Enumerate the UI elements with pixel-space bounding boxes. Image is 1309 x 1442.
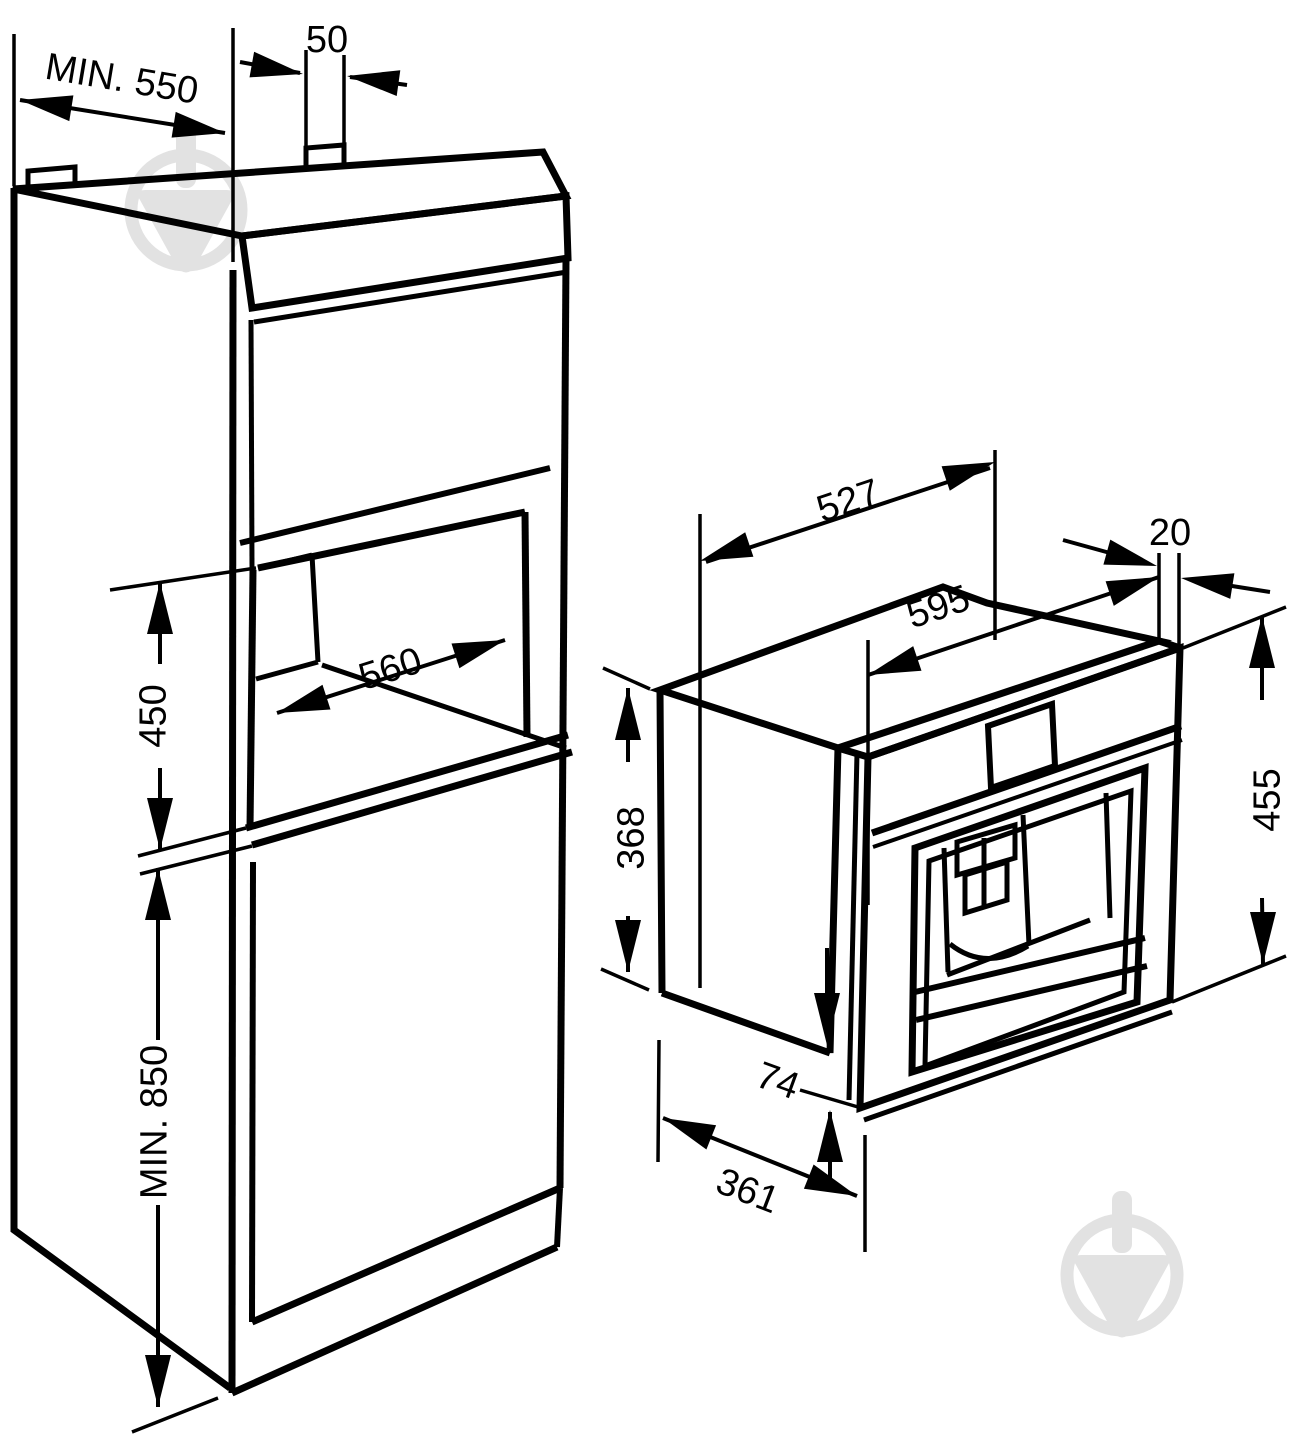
coffee-spout <box>954 821 1018 917</box>
dim-label-20: 20 <box>1149 512 1191 554</box>
dim-label-455: 455 <box>1246 768 1288 831</box>
dim-label-368: 368 <box>610 806 652 869</box>
dim-label-74: 74 <box>751 1054 805 1108</box>
dim-label-560: 560 <box>354 640 427 699</box>
dim-label-595: 595 <box>902 577 975 637</box>
watermark-logo-icon <box>124 126 248 273</box>
watermark-logo-icon <box>1060 1191 1184 1338</box>
dim-label-50: 50 <box>306 19 348 61</box>
machine-drawing <box>649 583 1184 1123</box>
dim-label-min-850: MIN. 850 <box>133 1045 175 1199</box>
dim-label-450: 450 <box>132 684 174 747</box>
display-screen <box>984 699 1059 793</box>
cabinet-dimensions: MIN. 550 50 450 560 MIN. 850 <box>12 19 506 1434</box>
drip-tray <box>914 917 1148 1023</box>
dim-label-527: 527 <box>812 471 885 531</box>
dim-label-361: 361 <box>710 1160 784 1222</box>
cabinet-drawing <box>10 142 573 1397</box>
